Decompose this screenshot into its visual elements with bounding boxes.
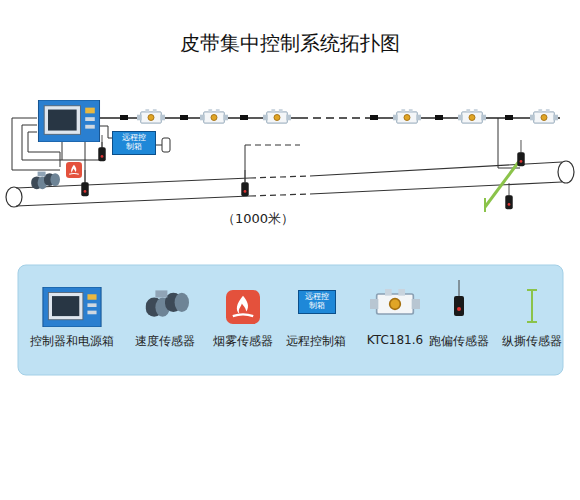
remote-control-box: 远程控制箱 bbox=[112, 131, 156, 155]
legend-label: 烟雾传感器 bbox=[213, 333, 273, 350]
dimension-label: （1000米） bbox=[222, 210, 294, 228]
title: 皮带集中控制系统拓扑图 bbox=[0, 30, 580, 57]
legend-label: 远程控制箱 bbox=[286, 333, 346, 350]
legend-label: 控制器和电源箱 bbox=[30, 333, 114, 350]
legend-label: 跑偏传感器 bbox=[429, 333, 489, 350]
box-text: 远程控制箱 bbox=[305, 293, 330, 311]
legend-label: 速度传感器 bbox=[135, 333, 195, 350]
legend-label: KTC181.6 bbox=[367, 333, 423, 347]
remote-control-box: 远程控制箱 bbox=[298, 290, 336, 314]
box-text: 远程控制箱 bbox=[122, 134, 147, 152]
legend-label: 纵撕传感器 bbox=[502, 333, 562, 350]
